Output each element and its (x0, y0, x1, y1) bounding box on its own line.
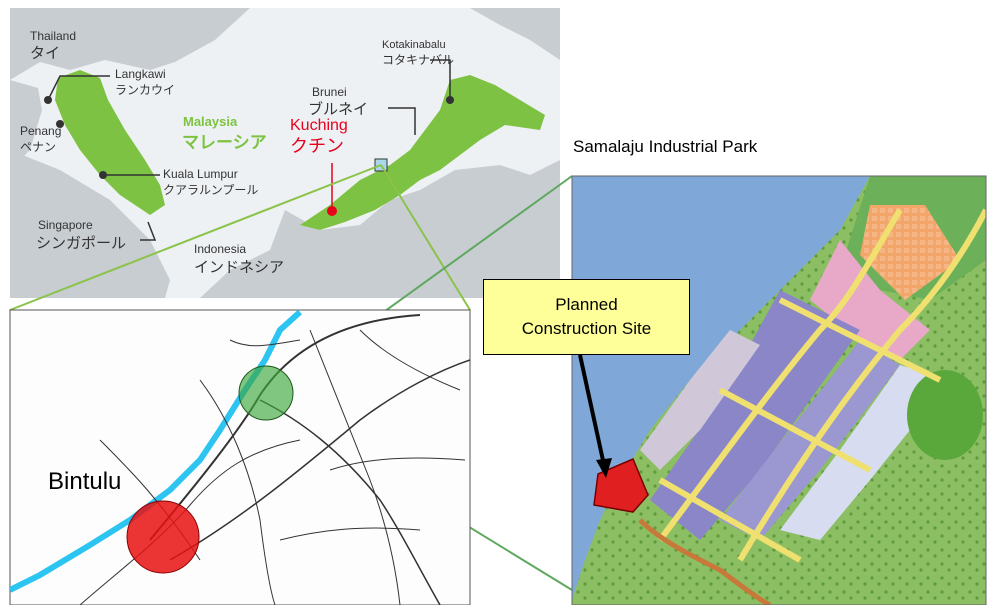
kotakinabalu-label-jp: コタキナバル (382, 53, 454, 67)
sumatra-land (10, 150, 170, 298)
langkawi-label-jp: ランカウイ (115, 83, 175, 97)
callout-line-1: Planned (555, 295, 618, 314)
thailand-label-en: Thailand (30, 29, 76, 43)
callout-arrow-head (596, 458, 612, 478)
bintulu-marker (126, 500, 200, 574)
borneo-land (200, 160, 560, 298)
kuala-lumpur-label-en: Kuala Lumpur (163, 167, 238, 181)
road-10 (279, 527, 421, 541)
road-5 (309, 329, 401, 605)
park-map-frame (571, 175, 987, 605)
langkawi-label-en: Langkawi (115, 67, 166, 81)
park-coast-zone (640, 330, 760, 470)
thailand-land (10, 8, 250, 80)
thailand-label-jp: タイ (30, 44, 60, 62)
philippines-land (470, 8, 560, 60)
kuching-label-en: Kuching (290, 117, 348, 134)
indonesia-label-en: Indonesia (194, 242, 246, 256)
callout-line-2: Construction Site (521, 319, 652, 338)
peninsular-malaysia (55, 70, 165, 215)
connector-right (380, 164, 471, 311)
road-2 (169, 359, 470, 561)
park-road-cross-1 (778, 297, 942, 383)
samalaju-marker (238, 365, 294, 421)
park-grid-zone (860, 205, 960, 300)
bintulu-map (9, 309, 471, 605)
callout-arrow-line (578, 354, 606, 466)
brunei-leader (388, 107, 416, 135)
park-road-cross-3 (658, 477, 802, 563)
regional-map: Thailand タイ Langkawi ランカウイ Penang ペナン Ma… (10, 8, 560, 298)
connector-left (9, 164, 382, 311)
park-river (638, 518, 772, 605)
brunei-label-jp: ブルネイ (308, 100, 368, 118)
langkawi-dot (44, 96, 52, 104)
road-7 (359, 329, 461, 391)
kuala-lumpur-label-jp: クアラルンプール (163, 183, 258, 197)
langkawi-leader (47, 75, 110, 101)
park-forest-reserve (907, 370, 983, 460)
penang-label-jp: ペナン (20, 140, 56, 154)
road-11 (229, 339, 301, 347)
sumatra-north (10, 80, 42, 170)
east-malaysia (300, 75, 545, 230)
road-9 (329, 457, 466, 471)
kotakinabalu-dot (446, 96, 454, 104)
park-road-east (737, 208, 986, 562)
kotakinabalu-leader (430, 59, 451, 100)
park-title: Samalaju Industrial Park (573, 137, 758, 156)
planned-site-callout: Planned Construction Site (483, 279, 690, 355)
penang-label-en: Penang (20, 124, 61, 138)
malaysia-label-jp: マレーシア (182, 133, 267, 153)
bintulu-map-frame (9, 309, 471, 605)
malaysia-label-en: Malaysia (183, 114, 238, 129)
singapore-label-jp: シンガポール (36, 234, 126, 252)
park-map (572, 176, 986, 605)
kotakinabalu-label-en: Kotakinabalu (382, 39, 446, 51)
singapore-label-en: Singapore (38, 218, 93, 232)
coastline-river (10, 310, 303, 593)
park-road-main (657, 208, 903, 542)
park-road-cross-2 (718, 387, 872, 473)
bintulu-label: Bintulu (48, 468, 122, 495)
penang-dot (56, 120, 64, 128)
kuching-dot (327, 206, 337, 216)
singapore-leader (140, 221, 157, 241)
indonesia-label-jp: インドネシア (194, 258, 284, 276)
kl-dot (99, 171, 107, 179)
brunei-label-en: Brunei (312, 85, 347, 99)
road-3 (259, 399, 441, 605)
kuching-label-jp: クチン (290, 136, 344, 157)
road-6 (199, 379, 276, 605)
road-4 (79, 439, 301, 605)
